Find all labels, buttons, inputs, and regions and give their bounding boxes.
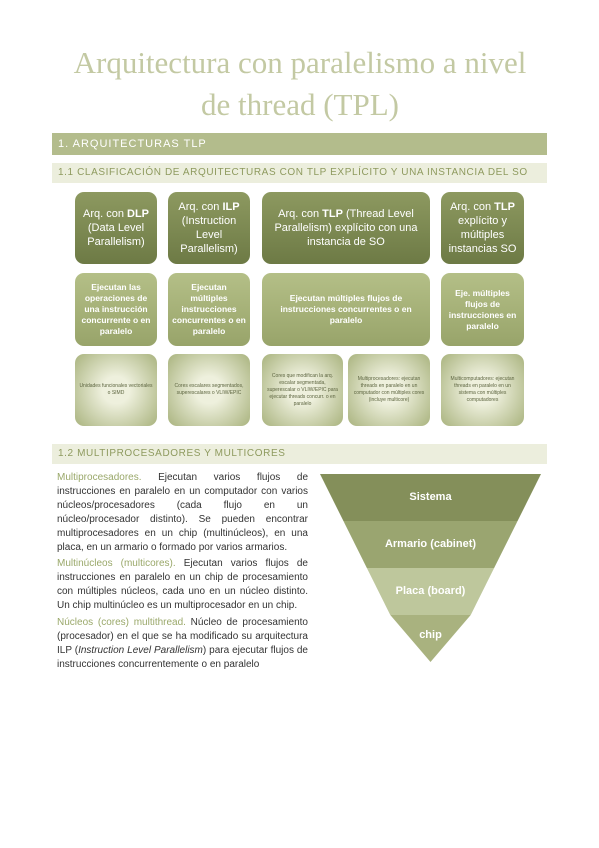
paragraph-multiprocesadores: Multiprocesadores. Ejecutan varios flujo… bbox=[57, 471, 308, 555]
paragraph-text: Ejecutan varios flujos de instrucciones … bbox=[57, 558, 308, 611]
box-text: Arq. con bbox=[82, 208, 128, 220]
box-text: explícito y múltiples instancias SO bbox=[448, 215, 517, 255]
box-arq-ilp: Arq. con ILP (Instruction Level Parallel… bbox=[168, 192, 250, 264]
paragraph-text: Núcleo de procesamiento (procesador) en … bbox=[57, 617, 308, 656]
section-heading-1: 1. ARQUITECTURAS TLP bbox=[52, 133, 547, 155]
box-desc-dlp: Ejecutan las operaciones de una instrucc… bbox=[75, 273, 157, 346]
box-text-bold: TLP bbox=[322, 208, 343, 220]
box-example-cores-multithread: Cores que modifican la arq. escalar segm… bbox=[262, 354, 343, 426]
box-text: (Data Level Parallelism) bbox=[87, 222, 145, 248]
box-arq-tlp-multi-so: Arq. con TLP explícito y múltiples insta… bbox=[441, 192, 524, 264]
subsection-heading-1-1: 1.1 CLASIFICACIÓN DE ARQUITECTURAS CON T… bbox=[52, 163, 547, 183]
box-text: Arq. con bbox=[178, 201, 223, 213]
subsection-heading-1-2: 1.2 MULTIPROCESADORES Y MULTICORES bbox=[52, 444, 547, 464]
box-arq-dlp: Arq. con DLP (Data Level Parallelism) bbox=[75, 192, 157, 264]
box-text: (Instruction Level Parallelism) bbox=[180, 215, 238, 255]
term-multinucleos: Multinúcleos (multicores). bbox=[57, 558, 176, 569]
paragraph-text: ) para ejecutar flujos de instrucciones … bbox=[57, 645, 308, 670]
page-title: Arquitectura con paralelismo a nivel de … bbox=[73, 45, 527, 122]
box-desc-ilp: Ejecutan múltiples instrucciones concurr… bbox=[168, 273, 250, 346]
box-example-multiprocesadores: Multiprocesadores: ejecutan threads en p… bbox=[348, 354, 430, 426]
funnel-label: chip bbox=[419, 629, 442, 641]
paragraph-multinucleos: Multinúcleos (multicores). Ejecutan vari… bbox=[57, 557, 308, 613]
term-nucleos-multithread: Núcleos (cores) multithread. bbox=[57, 617, 186, 628]
paragraph-italic: Instruction Level Parallelism bbox=[78, 645, 203, 656]
box-text-bold: TLP bbox=[494, 201, 515, 213]
box-text: (Thread Level Parallelism) explícito con… bbox=[274, 208, 418, 248]
funnel-label: Placa (board) bbox=[395, 585, 466, 597]
box-desc-tlp-una-so: Ejecutan múltiples flujos de instruccion… bbox=[262, 273, 430, 346]
funnel-level-sistema: Sistema bbox=[320, 474, 541, 521]
box-example-multicomputadores: Multicomputadores: ejecutan threads en p… bbox=[441, 354, 524, 426]
box-text: Arq. con bbox=[278, 208, 323, 220]
paragraph-nucleos-multithread: Núcleos (cores) multithread. Núcleo de p… bbox=[57, 616, 308, 672]
term-multiprocesadores: Multiprocesadores. bbox=[57, 472, 142, 483]
box-text-bold: DLP bbox=[127, 208, 150, 220]
box-example-dlp: Unidades funcionales vectoriales o SIMD bbox=[75, 354, 157, 426]
funnel-level-chip: chip bbox=[390, 615, 471, 662]
box-text-bold: ILP bbox=[222, 201, 240, 213]
funnel-level-armario: Armario (cabinet) bbox=[343, 521, 518, 568]
funnel-label: Sistema bbox=[409, 491, 452, 503]
box-desc-tlp-multi-so: Eje. múltiples flujos de instrucciones e… bbox=[441, 273, 524, 346]
box-example-ilp: Cores escalares segmentados, superescala… bbox=[168, 354, 250, 426]
funnel-diagram: Sistema Armario (cabinet) Placa (board) … bbox=[320, 474, 541, 662]
box-arq-tlp-una-so: Arq. con TLP (Thread Level Parallelism) … bbox=[262, 192, 430, 264]
paragraph-text: Ejecutan varios flujos de instrucciones … bbox=[57, 472, 308, 553]
box-text: Arq. con bbox=[450, 201, 495, 213]
funnel-label: Armario (cabinet) bbox=[384, 538, 477, 550]
funnel-level-placa: Placa (board) bbox=[366, 568, 495, 615]
